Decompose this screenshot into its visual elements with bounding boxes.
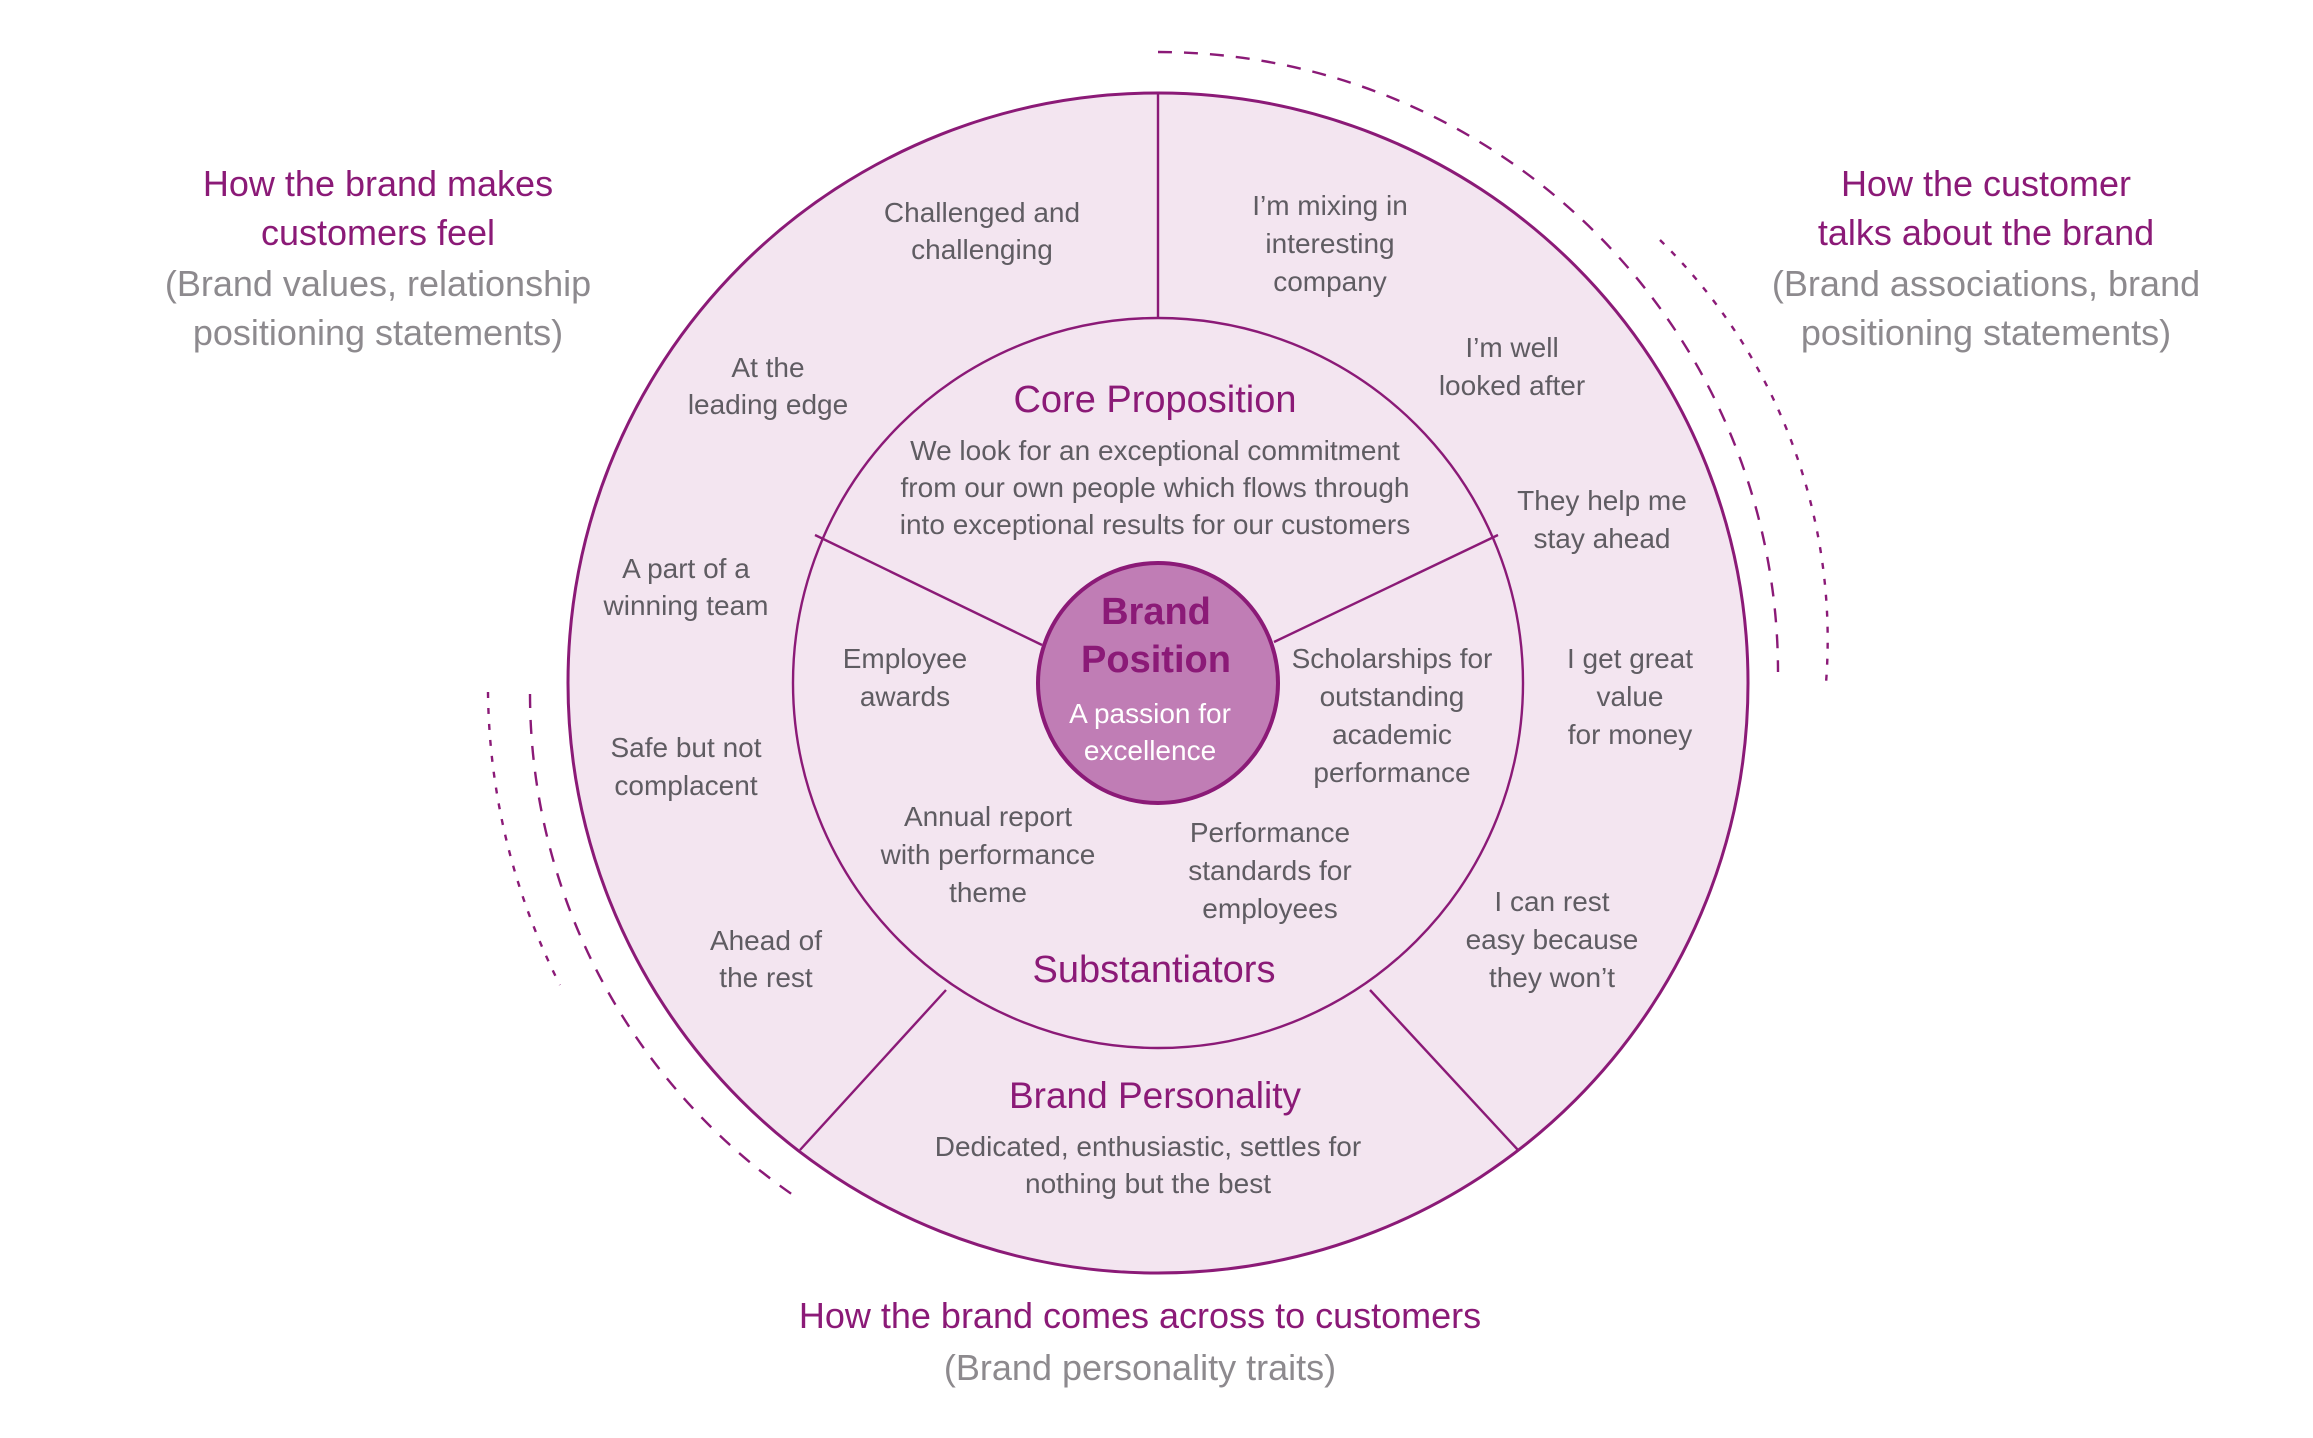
corner-heading-line: How the brand comes across to customers (799, 1295, 1481, 1336)
substantiators: Substantiators Employee awards Scholarsh… (843, 643, 1493, 991)
brand-personality-line: Dedicated, enthusiastic, settles for (935, 1131, 1361, 1162)
outer-item-line: leading edge (688, 389, 848, 420)
divider-outer-lower-left (799, 989, 947, 1151)
corner-note-line: (Brand personality traits) (944, 1347, 1336, 1388)
dashed-arcs (486, 50, 1829, 1196)
core-proposition-line: into exceptional results for our custome… (900, 509, 1410, 540)
outer-item-line: for money (1568, 719, 1693, 750)
substantiator-line: academic (1332, 719, 1452, 750)
dashed-arc-left-outer (528, 693, 794, 1196)
outer-item-line: easy because (1466, 924, 1639, 955)
outer-item-line: I get great (1567, 643, 1693, 674)
brand-position-subtitle: excellence (1084, 735, 1216, 766)
corner-note-line: (Brand values, relationship (165, 263, 591, 304)
outer-item-line: I’m mixing in (1252, 190, 1408, 221)
corner-note-line: positioning statements) (193, 312, 563, 353)
core-proposition-line: from our own people which flows through (901, 472, 1410, 503)
outer-item-line: interesting (1265, 228, 1394, 259)
outer-item-line: I can rest (1494, 886, 1609, 917)
brand-personality: Brand Personality Dedicated, enthusiasti… (935, 1075, 1361, 1199)
substantiator-line: awards (860, 681, 950, 712)
dashed-arc-left-inner (486, 691, 562, 986)
substantiator-line: outstanding (1320, 681, 1465, 712)
corner-label-top-right: How the customer talks about the brand (… (1772, 163, 2200, 353)
corner-label-top-left: How the brand makes customers feel (Bran… (165, 163, 591, 353)
outer-right-items: I’m mixing in interesting company I’m we… (1252, 190, 1693, 993)
outer-item-line: A part of a (622, 553, 750, 584)
outer-left-items: Challenged and challenging At the leadin… (603, 197, 1081, 993)
corner-heading-line: How the customer (1841, 163, 2131, 204)
brand-position-subtitle: A passion for (1069, 698, 1231, 729)
brand-personality-line: nothing but the best (1025, 1168, 1271, 1199)
outer-item-line: winning team (603, 590, 769, 621)
outer-item-line: Safe but not (610, 732, 761, 763)
substantiator-line: theme (949, 877, 1027, 908)
outer-item-line: stay ahead (1534, 523, 1671, 554)
dashed-arc-top-right-inner (1659, 239, 1829, 684)
corner-note-line: positioning statements) (1801, 312, 2171, 353)
substantiator-line: employees (1202, 893, 1337, 924)
corner-heading-line: customers feel (261, 212, 495, 253)
divider-inner-right (1273, 533, 1499, 644)
outer-item-line: challenging (911, 234, 1053, 265)
brand-position: Brand Position A passion for excellence (1069, 591, 1231, 766)
substantiator-line: Scholarships for (1292, 643, 1493, 674)
substantiator-line: with performance (880, 839, 1096, 870)
brand-position-title: Position (1081, 639, 1231, 681)
core-proposition: Core Proposition We look for an exceptio… (900, 379, 1410, 540)
outer-item-line: complacent (614, 770, 757, 801)
substantiator-line: standards for (1188, 855, 1351, 886)
outer-item-line: looked after (1439, 370, 1585, 401)
substantiator-line: Performance (1190, 817, 1350, 848)
outer-item-line: company (1273, 266, 1387, 297)
divider-outer-lower-right (1369, 989, 1519, 1151)
substantiator-line: Employee (843, 643, 968, 674)
corner-label-bottom: How the brand comes across to customers … (799, 1295, 1481, 1388)
divider-inner-left (814, 533, 1043, 647)
outer-item-line: Ahead of (710, 925, 822, 956)
substantiator-line: performance (1313, 757, 1470, 788)
corner-note-line: (Brand associations, brand (1772, 263, 2200, 304)
outer-item-line: I’m well (1465, 332, 1558, 363)
substantiators-title: Substantiators (1033, 949, 1276, 991)
outer-item-line: the rest (719, 962, 813, 993)
divider-lines (799, 93, 1519, 1151)
outer-item-line: they won’t (1489, 962, 1615, 993)
substantiator-line: Annual report (904, 801, 1072, 832)
corner-heading-line: talks about the brand (1818, 212, 2154, 253)
outer-item-line: They help me (1517, 485, 1687, 516)
center-circle (1036, 561, 1280, 805)
outer-item-line: At the (731, 352, 804, 383)
outer-item-line: Challenged and (884, 197, 1080, 228)
core-proposition-line: We look for an exceptional commitment (910, 435, 1400, 466)
corner-heading-line: How the brand makes (203, 163, 553, 204)
outer-item-line: value (1597, 681, 1664, 712)
brand-position-title: Brand (1101, 591, 1211, 633)
brand-personality-title: Brand Personality (1009, 1075, 1302, 1116)
core-proposition-title: Core Proposition (1013, 379, 1296, 421)
